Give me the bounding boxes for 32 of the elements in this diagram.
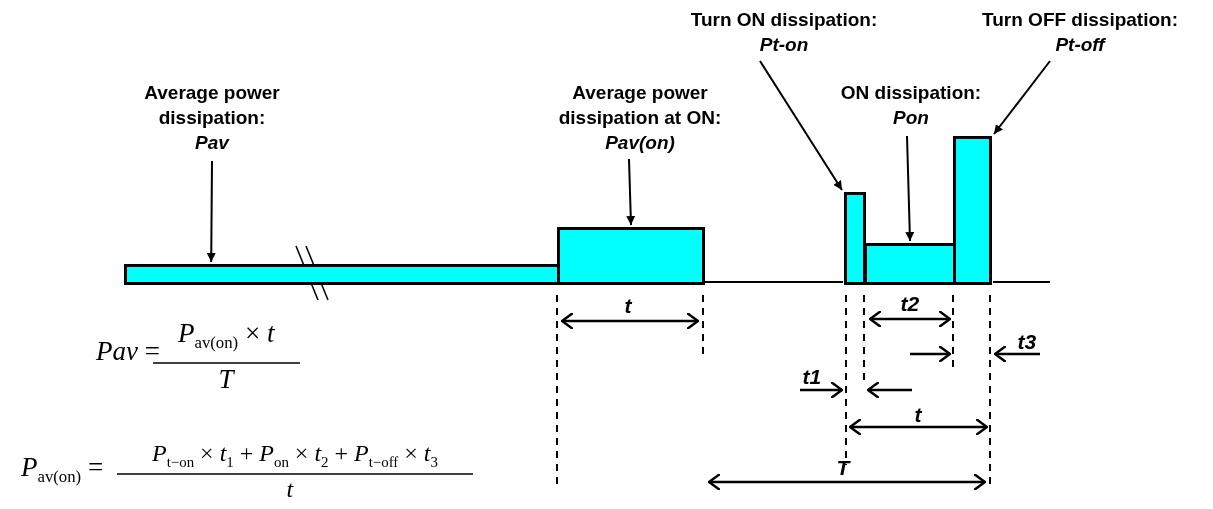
formula-denominator: T bbox=[218, 364, 234, 395]
symbol-label: Pt-off bbox=[1054, 33, 1107, 57]
dimension-label: t1 bbox=[802, 365, 822, 389]
symbol-label: Pon bbox=[892, 106, 930, 130]
symbol-label: Pt-on bbox=[758, 33, 810, 57]
leader-arrow bbox=[905, 135, 915, 242]
leader-arrow bbox=[993, 60, 1051, 135]
power-bar bbox=[953, 136, 992, 285]
leader-arrow bbox=[626, 158, 636, 226]
callout-heading: Average power dissipation: bbox=[143, 81, 281, 130]
dimension-label: t bbox=[914, 403, 922, 427]
dimension-label: t3 bbox=[1017, 330, 1037, 354]
formula-numerator: P$_{t−on}$ × t$_{1}$ + P$_{on}$ × t$_{2}$ + P$_{t−off}$ × t$_{3}$ bbox=[152, 440, 438, 471]
callout-heading: Turn ON dissipation: bbox=[689, 8, 879, 32]
power-bar bbox=[864, 243, 956, 285]
formula-numerator: P$_{av(on)}$ × t bbox=[178, 318, 275, 354]
dimension-label: T bbox=[836, 456, 850, 480]
dimension-label: t2 bbox=[900, 292, 920, 316]
symbol-label: Pav(on) bbox=[604, 131, 676, 155]
dimension-label: t bbox=[624, 294, 632, 318]
leader-arrow bbox=[759, 60, 843, 191]
power-bar bbox=[844, 192, 866, 285]
formula-text: P$_{av(on)}$ = bbox=[21, 452, 104, 488]
formula-denominator: t bbox=[286, 476, 294, 503]
callout-heading: Turn OFF dissipation: bbox=[981, 8, 1179, 32]
power-bar bbox=[124, 264, 560, 285]
leader-arrow bbox=[206, 160, 216, 263]
power-bar bbox=[557, 227, 705, 285]
formula-text: Pav = bbox=[96, 336, 160, 367]
callout-heading: ON dissipation: bbox=[839, 81, 983, 105]
callout-heading: Average power dissipation at ON: bbox=[557, 81, 723, 130]
symbol-label: Pav bbox=[194, 131, 231, 155]
